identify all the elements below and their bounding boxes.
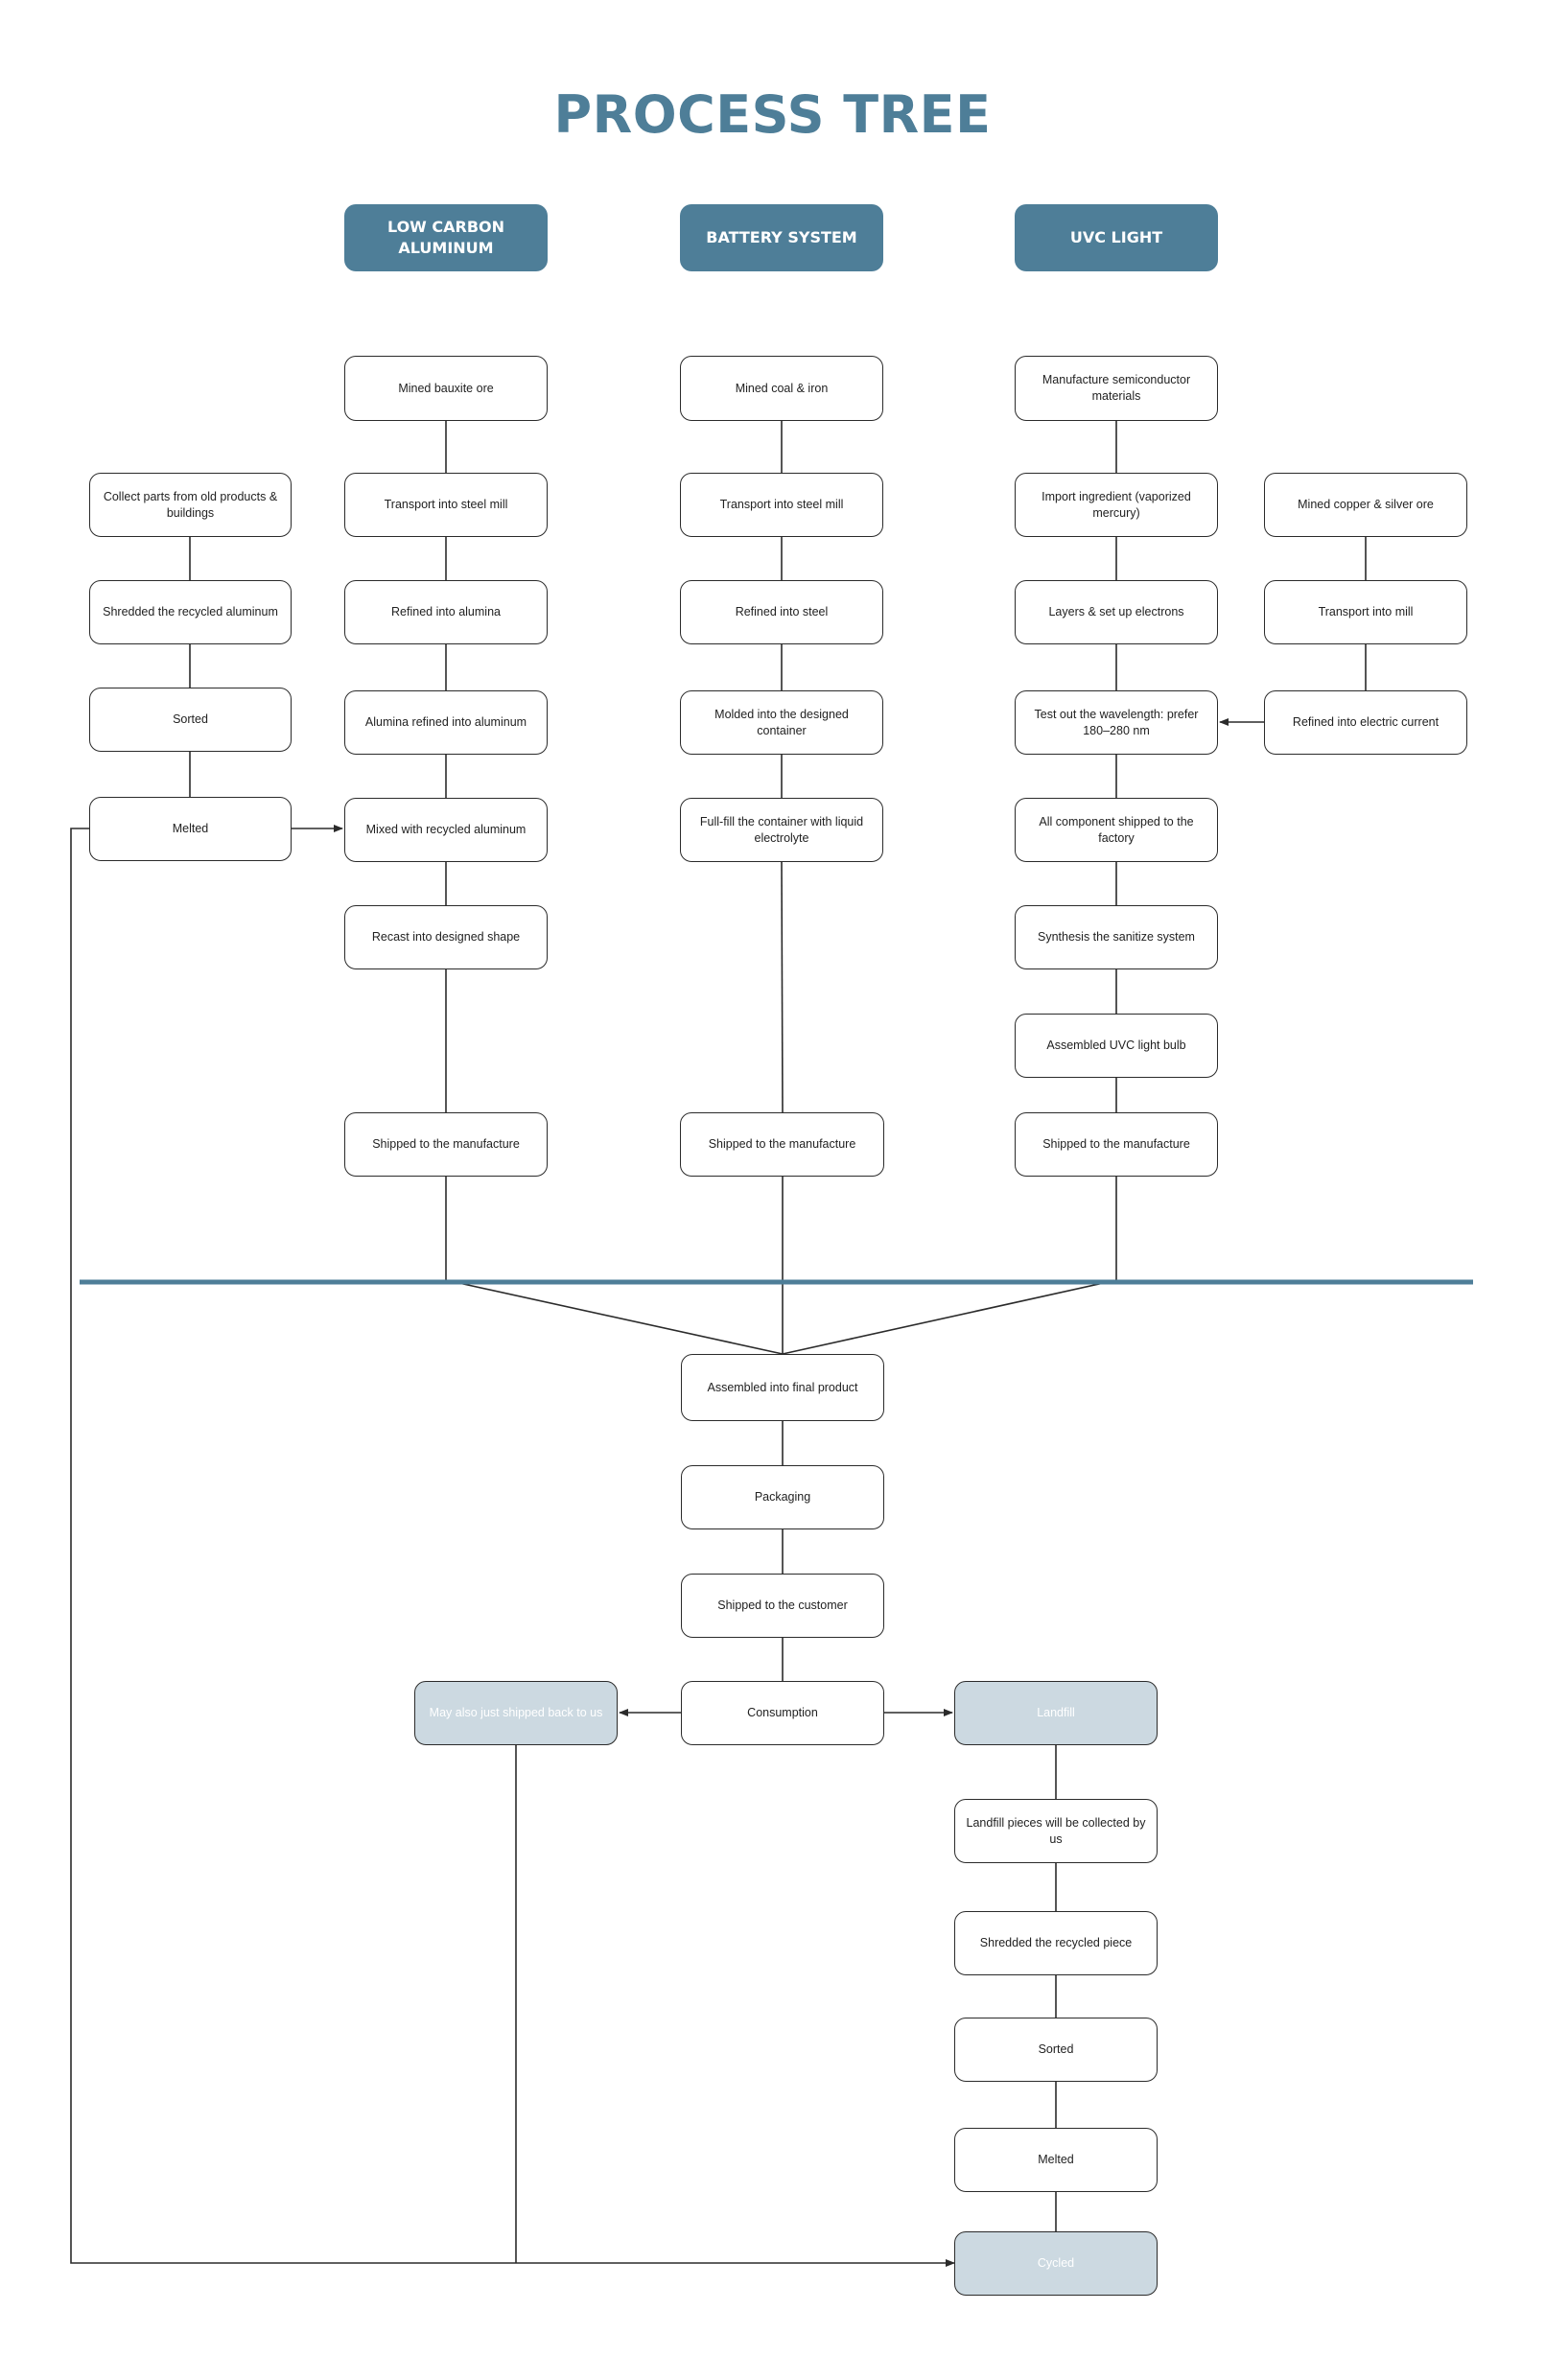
connector: [782, 1279, 1117, 1355]
node-recycle-shredded: Shredded the recycled aluminum: [89, 580, 292, 644]
node-aluminum-transport: Transport into steel mill: [344, 473, 548, 537]
node-aluminum-shipped: Shipped to the manufacture: [344, 1112, 548, 1177]
node-final-landfill: Landfill: [954, 1681, 1158, 1745]
node-aluminum-refined: Alumina refined into aluminum: [344, 690, 548, 755]
node-copper-mined: Mined copper & silver ore: [1264, 473, 1467, 537]
node-landfill-sorted: Sorted: [954, 2018, 1158, 2082]
node-battery-shipped: Shipped to the manufacture: [680, 1112, 884, 1177]
node-aluminum-alumina: Refined into alumina: [344, 580, 548, 644]
header-battery: BATTERY SYSTEM: [680, 204, 883, 271]
node-uvc-assembled: Assembled UVC light bulb: [1015, 1014, 1218, 1078]
node-final-customer: Shipped to the customer: [681, 1574, 884, 1638]
node-final-packaging: Packaging: [681, 1465, 884, 1529]
node-landfill-cycled: Cycled: [954, 2231, 1158, 2296]
node-aluminum-mixed: Mixed with recycled aluminum: [344, 798, 548, 862]
connector-loop: [70, 828, 955, 2267]
node-landfill-shredded: Shredded the recycled piece: [954, 1911, 1158, 1975]
node-final-consumption: Consumption: [681, 1681, 884, 1745]
node-battery-steel: Refined into steel: [680, 580, 883, 644]
node-aluminum-bauxite: Mined bauxite ore: [344, 356, 548, 421]
header-uvc: UVC LIGHT: [1015, 204, 1218, 271]
node-final-assembled: Assembled into final product: [681, 1354, 884, 1421]
header-aluminum: LOW CARBON ALUMINUM: [344, 204, 548, 271]
node-uvc-shipped: Shipped to the manufacture: [1015, 1112, 1218, 1177]
node-uvc-layers: Layers & set up electrons: [1015, 580, 1218, 644]
connector: [781, 861, 784, 1113]
node-aluminum-recast: Recast into designed shape: [344, 905, 548, 969]
node-final-shipped-back: May also just shipped back to us: [414, 1681, 618, 1745]
node-battery-molded: Molded into the designed container: [680, 690, 883, 755]
node-landfill-melted: Melted: [954, 2128, 1158, 2192]
node-uvc-components: All component shipped to the factory: [1015, 798, 1218, 862]
node-uvc-import: Import ingredient (vaporized mercury): [1015, 473, 1218, 537]
node-uvc-semiconductor: Manufacture semiconductor materials: [1015, 356, 1218, 421]
node-battery-coal: Mined coal & iron: [680, 356, 883, 421]
node-battery-transport: Transport into steel mill: [680, 473, 883, 537]
node-landfill-collected: Landfill pieces will be collected by us: [954, 1799, 1158, 1863]
node-battery-fill: Full-fill the container with liquid elec…: [680, 798, 883, 862]
connector: [445, 1279, 784, 1355]
node-copper-transport: Transport into mill: [1264, 580, 1467, 644]
page-title: PROCESS TREE: [553, 84, 992, 145]
node-recycle-sorted: Sorted: [89, 688, 292, 752]
node-uvc-synthesis: Synthesis the sanitize system: [1015, 905, 1218, 969]
node-uvc-test: Test out the wavelength: prefer 180–280 …: [1015, 690, 1218, 755]
node-recycle-collect: Collect parts from old products & buildi…: [89, 473, 292, 537]
node-copper-current: Refined into electric current: [1264, 690, 1467, 755]
node-recycle-melted: Melted: [89, 797, 292, 861]
